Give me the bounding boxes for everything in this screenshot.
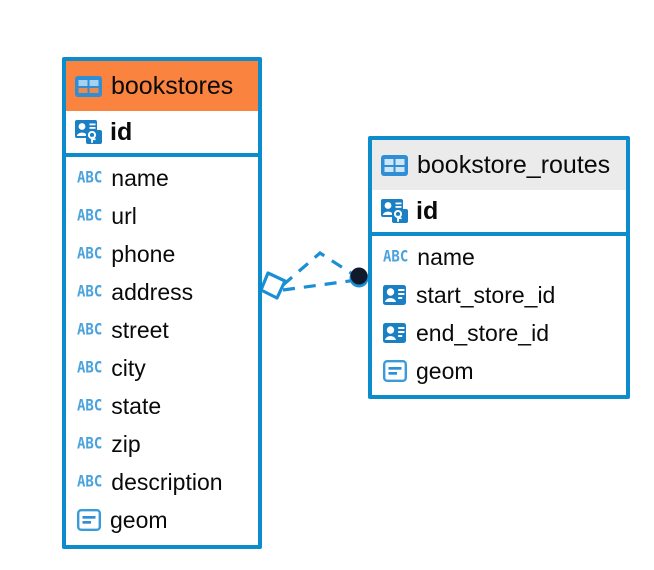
geometry-column-icon — [383, 360, 407, 382]
entity-bookstore-routes[interactable]: bookstore_routes id ABC — [368, 136, 630, 399]
column-label: url — [111, 202, 137, 229]
column-label: geom — [110, 506, 168, 533]
entity-bookstores[interactable]: bookstores id ABC — [62, 57, 262, 549]
text-column-icon: ABC — [383, 247, 409, 267]
column-label: name — [417, 243, 475, 270]
foreign-key-icon — [383, 284, 407, 306]
text-column-icon: ABC — [77, 244, 103, 264]
text-column-icon: ABC — [77, 282, 103, 302]
primary-key-icon — [381, 199, 408, 223]
column-row[interactable]: ABC zip — [66, 425, 258, 463]
foreign-key-icon — [383, 322, 407, 344]
column-label: end_store_id — [416, 319, 549, 346]
column-row[interactable]: ABC address — [66, 273, 258, 311]
text-column-icon: ABC — [77, 434, 103, 454]
table-icon — [381, 154, 408, 176]
text-column-icon: ABC — [77, 320, 103, 340]
text-column-icon: ABC — [77, 472, 103, 492]
column-row[interactable]: ABC name — [66, 159, 258, 197]
column-label: description — [111, 468, 223, 495]
column-label: city — [111, 354, 146, 381]
entity-header-bookstores[interactable]: bookstores — [66, 61, 258, 111]
column-label: address — [111, 278, 194, 305]
column-row[interactable]: ABC name — [372, 238, 626, 276]
entity-header-bookstore-routes[interactable]: bookstore_routes — [372, 140, 626, 190]
column-row[interactable]: ABC description — [66, 463, 258, 501]
column-row[interactable]: ABC city — [66, 349, 258, 387]
text-column-icon: ABC — [77, 358, 103, 378]
geometry-column-icon — [77, 509, 101, 531]
table-icon — [75, 75, 102, 97]
column-list-bookstore-routes: ABC name start_store_id — [372, 236, 626, 390]
column-label: start_store_id — [416, 281, 556, 308]
column-row[interactable]: end_store_id — [372, 314, 626, 352]
primary-key-label: id — [110, 117, 133, 146]
column-row[interactable]: start_store_id — [372, 276, 626, 314]
relationship-line-lower — [282, 278, 358, 292]
text-column-icon: ABC — [77, 206, 103, 226]
column-row[interactable]: ABC street — [66, 311, 258, 349]
primary-key-icon — [75, 120, 102, 144]
entity-title: bookstores — [111, 71, 234, 100]
column-row[interactable]: ABC state — [66, 387, 258, 425]
diamond-handle-icon — [259, 271, 287, 300]
text-column-icon: ABC — [77, 168, 103, 188]
column-label: name — [111, 164, 169, 191]
column-label: state — [111, 392, 162, 419]
column-label: phone — [111, 240, 176, 267]
column-list-bookstores: ABC name ABC url ABC phone ABC address A… — [66, 157, 258, 539]
column-row[interactable]: ABC phone — [66, 235, 258, 273]
primary-key-row[interactable]: id — [66, 111, 258, 157]
column-row[interactable]: ABC url — [66, 197, 258, 235]
primary-key-label: id — [416, 196, 439, 225]
primary-key-row[interactable]: id — [372, 190, 626, 236]
column-row[interactable]: geom — [372, 352, 626, 390]
text-column-icon: ABC — [77, 396, 103, 416]
column-label: street — [111, 316, 169, 343]
entity-title: bookstore_routes — [417, 150, 611, 179]
relationship-line-upper — [281, 251, 358, 287]
column-label: geom — [416, 357, 474, 384]
column-label: zip — [111, 430, 141, 457]
filled-circle-handle-icon — [349, 267, 369, 288]
column-row[interactable]: geom — [66, 501, 258, 539]
